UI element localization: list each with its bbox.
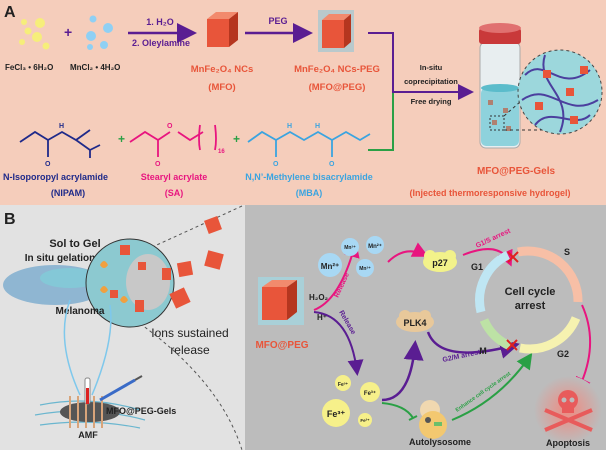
in-situ-gelation-label: In situ gelation <box>25 253 96 264</box>
p27-cloud <box>423 250 457 272</box>
autolysosome-label: Autolysosome <box>409 437 471 447</box>
zoom-outline <box>134 319 243 450</box>
sa-carbonyl-oxygen: O <box>155 161 161 168</box>
peg-label: PEG <box>268 16 287 26</box>
mba-oxygen-1: O <box>273 161 279 168</box>
plus-sign: + <box>64 24 72 40</box>
fe-inhibit-autolysosome <box>381 402 414 419</box>
m-label: M <box>479 346 487 356</box>
mfo-peg-cube-icon <box>318 10 354 52</box>
melanoma-tumor-icon <box>3 238 175 328</box>
fe-release-arrow <box>313 311 364 376</box>
hydrogel-vial-icon <box>479 23 521 149</box>
zoom-outline <box>149 205 243 249</box>
p27-label: p27 <box>432 258 448 268</box>
g2m-arrest-arrow <box>426 331 520 359</box>
mn-to-p27-arrow <box>387 242 429 263</box>
fe-ion-label: Fe³⁺ <box>338 382 349 388</box>
plk4-label: PLK4 <box>403 318 426 328</box>
plus-sign: + <box>118 132 125 146</box>
mba-oxygen-2: O <box>329 161 335 168</box>
plus-sign: + <box>233 132 240 146</box>
green-path-line <box>368 93 394 151</box>
mfo-name: MnFe₂O₄ NCs <box>191 64 254 75</box>
g2-label: G2 <box>557 349 569 359</box>
arrest-label: arrest <box>515 300 546 312</box>
ions-release-label-2: release <box>170 343 210 357</box>
s-label: S <box>564 247 570 257</box>
syringe-icon <box>99 375 143 402</box>
mn-precursor-icon <box>86 15 113 50</box>
sol-to-gel-label: Sol to Gel <box>49 238 100 250</box>
enhance-arrow <box>451 352 533 421</box>
polymer-network-zoom-icon <box>517 49 603 135</box>
hplus-label: H⁺ <box>317 313 327 322</box>
mn-ion-label: Mn²⁺ <box>321 262 339 271</box>
panel-b-label: B <box>4 211 16 228</box>
apoptosis-label: Apoptosis <box>546 438 590 448</box>
nipam-nh: H <box>59 123 64 130</box>
mn-ion-label: Mn²⁺ <box>368 243 382 250</box>
fe-ions <box>322 375 380 427</box>
step-2-label: 2. Oleylamine <box>132 38 190 48</box>
mfo-peg-label: MFO@PEG <box>255 340 308 351</box>
sa-abbr: (SA) <box>165 188 184 198</box>
fe-reagent-label: FeCl₃ • 6H₂O <box>5 63 53 72</box>
melanoma-label: Melanoma <box>56 306 105 317</box>
cell-cycle-diagram <box>475 246 583 354</box>
mba-name: N,N’-Methylene bisacrylamide <box>245 172 373 182</box>
gel-description: (Injected thermoresponsive hydrogel) <box>409 188 570 198</box>
purple-path-arrow <box>368 32 474 100</box>
g1-label: G1 <box>471 262 483 272</box>
gels-injection-label: MFO@PEG-Gels <box>106 406 176 416</box>
sa-name: Stearyl acrylate <box>141 172 208 182</box>
mn-ion-label: Mn²⁺ <box>359 266 371 272</box>
autolysosome-icon <box>419 400 447 439</box>
mfo-abbr: (MFO) <box>208 82 235 93</box>
process-coprecipitation: coprecipitation <box>404 77 458 86</box>
fe-ion-label: Fe³⁺ <box>364 390 376 397</box>
mfo-cube-icon <box>207 12 238 47</box>
amf-label: AMF <box>78 430 98 440</box>
mba-structure <box>247 130 371 157</box>
plk4-cloud <box>396 310 434 332</box>
mn-ions <box>318 236 384 277</box>
injection-lines <box>63 299 112 396</box>
thermometer-icon <box>84 377 91 405</box>
ions-release-label-1: Ions sustained <box>151 326 228 340</box>
mba-nh-2: H <box>315 123 320 130</box>
panel-a-label: A <box>4 4 16 21</box>
h2o2-label: H₂O₂ <box>309 293 329 302</box>
fe-precursor-icon <box>19 18 50 50</box>
mn-ion-label: Mn²⁺ <box>344 245 356 251</box>
sa-oxygen: O <box>167 123 173 130</box>
mn-reagent-label: MnCl₂ • 4H₂O <box>70 63 120 72</box>
process-in-situ: In-situ <box>420 63 443 72</box>
fe-ion-label: Fe³⁺ <box>327 409 346 419</box>
nipam-abbr: (NIPAM) <box>51 188 85 198</box>
mba-nh-1: H <box>287 123 292 130</box>
sa-chain-length: 16 <box>218 149 225 155</box>
process-free-drying: Free drying <box>411 97 452 106</box>
fe-ion-label: Fe³⁺ <box>360 418 370 423</box>
mouse-amf-coil-icon <box>34 396 146 429</box>
arrest-x-icon <box>506 251 519 351</box>
sa-structure <box>129 124 217 157</box>
inhibit-bar <box>408 415 418 421</box>
mba-abbr: (MBA) <box>296 188 323 198</box>
released-cubes-icon <box>169 216 224 309</box>
mfo-peg-name: MnFe₂O₄ NCs-PEG <box>294 64 380 75</box>
fe-to-plk4-arrow <box>381 340 424 402</box>
nipam-structure <box>19 129 101 158</box>
mfo-peg-abbr: (MFO@PEG) <box>309 82 366 93</box>
skull-crossbones-icon <box>544 390 593 432</box>
gel-name: MFO@PEG-Gels <box>477 166 556 177</box>
cell-cycle-label: Cell cycle <box>505 286 556 298</box>
mfo-peg-particle-icon <box>258 277 304 325</box>
nipam-oxygen: O <box>45 161 51 168</box>
nipam-name: N-Isoporopyl acrylamide <box>3 172 108 182</box>
step-1-label: 1. H₂O <box>146 17 174 27</box>
